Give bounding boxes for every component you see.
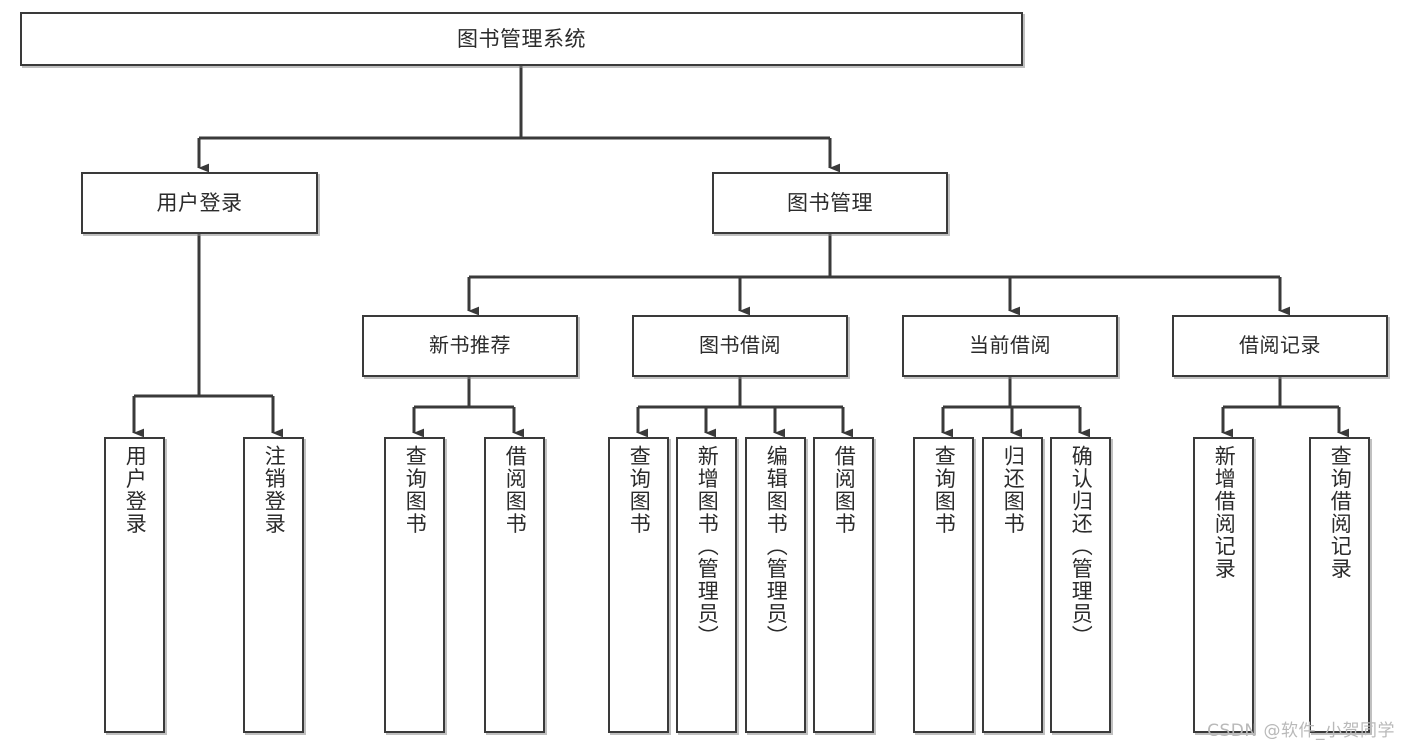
node-leaf-edit-book[interactable]: 编辑图书（管理员）	[745, 437, 806, 733]
node-label: 查询图书	[403, 445, 428, 535]
node-leaf-borrow-book-1[interactable]: 借阅图书	[484, 437, 545, 733]
node-label: 编辑图书（管理员）	[764, 445, 789, 648]
node-label: 新书推荐	[429, 333, 511, 358]
node-label: 用户登录	[123, 445, 148, 535]
node-leaf-query-record[interactable]: 查询借阅记录	[1309, 437, 1370, 733]
node-label: 借阅图书	[503, 445, 528, 535]
node-label: 图书管理	[787, 190, 873, 215]
node-book-manage[interactable]: 图书管理	[712, 172, 948, 234]
node-label: 查询图书	[627, 445, 652, 535]
node-label: 新增图书（管理员）	[695, 445, 720, 648]
node-label: 当前借阅	[969, 333, 1051, 358]
node-label: 查询借阅记录	[1328, 445, 1353, 580]
node-new-book-recommend[interactable]: 新书推荐	[362, 315, 578, 377]
node-leaf-confirm-return[interactable]: 确认归还（管理员）	[1050, 437, 1111, 733]
node-label: 查询图书	[932, 445, 957, 535]
node-leaf-return-book[interactable]: 归还图书	[982, 437, 1043, 733]
node-label: 注销登录	[262, 445, 287, 535]
node-leaf-add-record[interactable]: 新增借阅记录	[1193, 437, 1254, 733]
node-label: 图书借阅	[699, 333, 781, 358]
node-label: 确认归还（管理员）	[1069, 445, 1094, 648]
node-leaf-logout[interactable]: 注销登录	[243, 437, 304, 733]
node-borrow-record[interactable]: 借阅记录	[1172, 315, 1388, 377]
node-leaf-query-book-1[interactable]: 查询图书	[384, 437, 445, 733]
node-label: 新增借阅记录	[1212, 445, 1237, 580]
node-book-borrow[interactable]: 图书借阅	[632, 315, 848, 377]
node-leaf-borrow-book-2[interactable]: 借阅图书	[813, 437, 874, 733]
node-root-system[interactable]: 图书管理系统	[20, 12, 1023, 66]
node-label: 归还图书	[1001, 445, 1026, 535]
node-leaf-user-login[interactable]: 用户登录	[104, 437, 165, 733]
node-label: 借阅图书	[832, 445, 857, 535]
node-current-borrow[interactable]: 当前借阅	[902, 315, 1118, 377]
node-label: 图书管理系统	[457, 26, 586, 51]
node-label: 用户登录	[156, 190, 243, 215]
node-label: 借阅记录	[1239, 333, 1321, 358]
node-user-login[interactable]: 用户登录	[81, 172, 318, 234]
node-leaf-query-book-2[interactable]: 查询图书	[608, 437, 669, 733]
node-leaf-query-book-3[interactable]: 查询图书	[913, 437, 974, 733]
node-leaf-add-book[interactable]: 新增图书（管理员）	[676, 437, 737, 733]
